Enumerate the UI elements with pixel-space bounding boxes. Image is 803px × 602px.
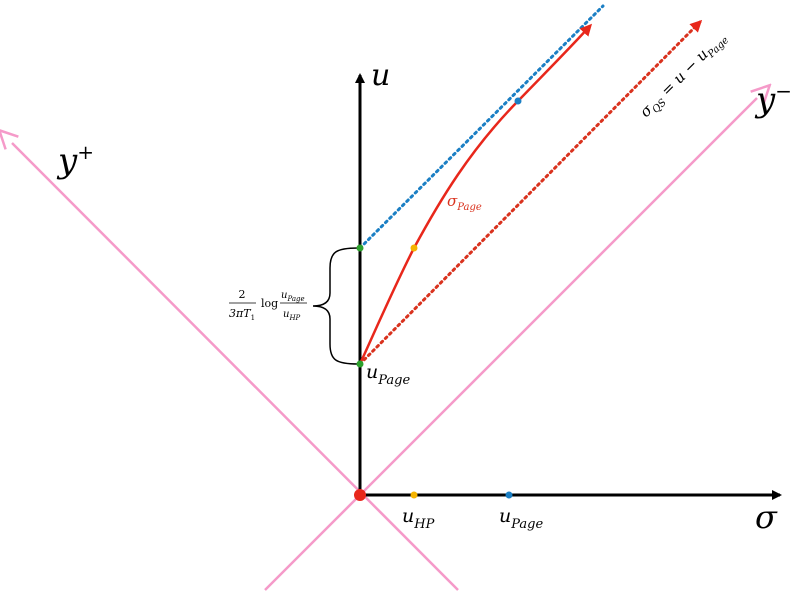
brace <box>312 247 359 365</box>
green-point-upper <box>356 244 364 252</box>
origin-point <box>354 489 366 501</box>
brace-formula: 2 3πT1 log uPage uHP <box>229 288 307 322</box>
orange-point-axis <box>410 491 418 499</box>
blue-point-axis <box>505 491 513 499</box>
sigma-page-label: σPage <box>447 192 482 213</box>
sigma-qs-label: σQS = u − uPage <box>636 28 731 123</box>
svg-text:3πT1: 3πT1 <box>229 307 255 322</box>
sigma-axis-label: σ <box>755 498 778 536</box>
blue-point-curve <box>514 97 522 105</box>
green-point-lower <box>356 360 364 368</box>
sigma-page-curve <box>358 23 593 365</box>
sigma-qs-line <box>358 19 703 366</box>
y-plus-label: y+ <box>56 140 94 181</box>
u-axis-label: u <box>371 58 390 93</box>
y-minus-label: y− <box>754 79 792 120</box>
svg-text:2: 2 <box>239 288 246 301</box>
asymptote-line <box>358 4 605 250</box>
y-plus-line <box>12 143 459 591</box>
svg-text:log: log <box>261 297 278 310</box>
svg-text:uHP: uHP <box>283 309 301 322</box>
u-page-sigma-label: uPage <box>499 505 543 532</box>
u-page-axis-label: uPage <box>366 361 410 388</box>
svg-text:uPage: uPage <box>281 290 305 303</box>
y-minus-line <box>264 98 757 591</box>
orange-point-curve <box>410 244 418 252</box>
u-hp-label: uHP <box>402 505 435 532</box>
